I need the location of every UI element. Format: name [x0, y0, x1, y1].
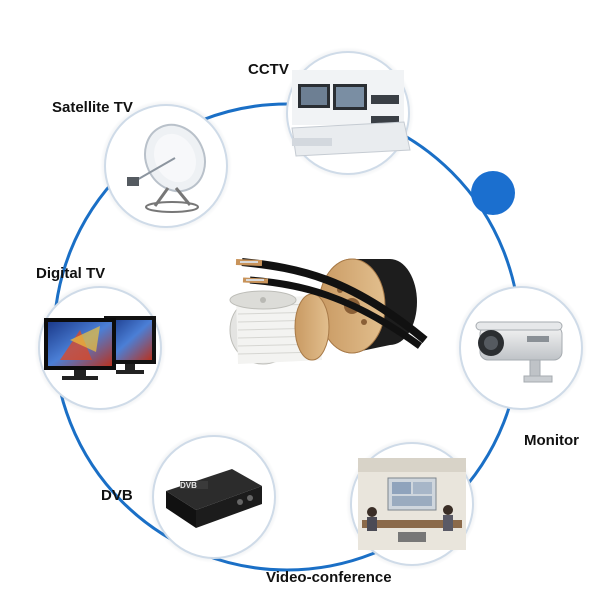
- monitor-badge: [455, 282, 587, 414]
- satellite-tv-badge: [100, 100, 232, 232]
- cctv-control-room-icon: [291, 70, 411, 157]
- security-camera-icon: [475, 321, 563, 383]
- digital-tv-badge: [34, 282, 166, 414]
- accent-dot: [471, 171, 515, 215]
- cctv-badge: [282, 47, 414, 179]
- satellite-tv-label: Satellite TV: [52, 99, 133, 116]
- satellite-dish-icon: [127, 123, 206, 213]
- television-icon: [44, 316, 156, 380]
- conference-room-icon: [358, 458, 466, 550]
- dvb-label: DVB: [101, 487, 133, 504]
- set-top-box-icon: DVB: [166, 469, 262, 528]
- coaxial-cable-reels-image: [229, 258, 428, 365]
- video-conference-badge: [346, 438, 478, 570]
- monitor-label: Monitor: [524, 432, 579, 449]
- dvb-device-text: DVB: [180, 481, 197, 490]
- digital-tv-label: Digital TV: [36, 265, 106, 282]
- cctv-label: CCTV: [248, 61, 289, 78]
- dvb-badge: DVB: [148, 431, 280, 563]
- video-conference-label: Video-conference: [266, 569, 392, 586]
